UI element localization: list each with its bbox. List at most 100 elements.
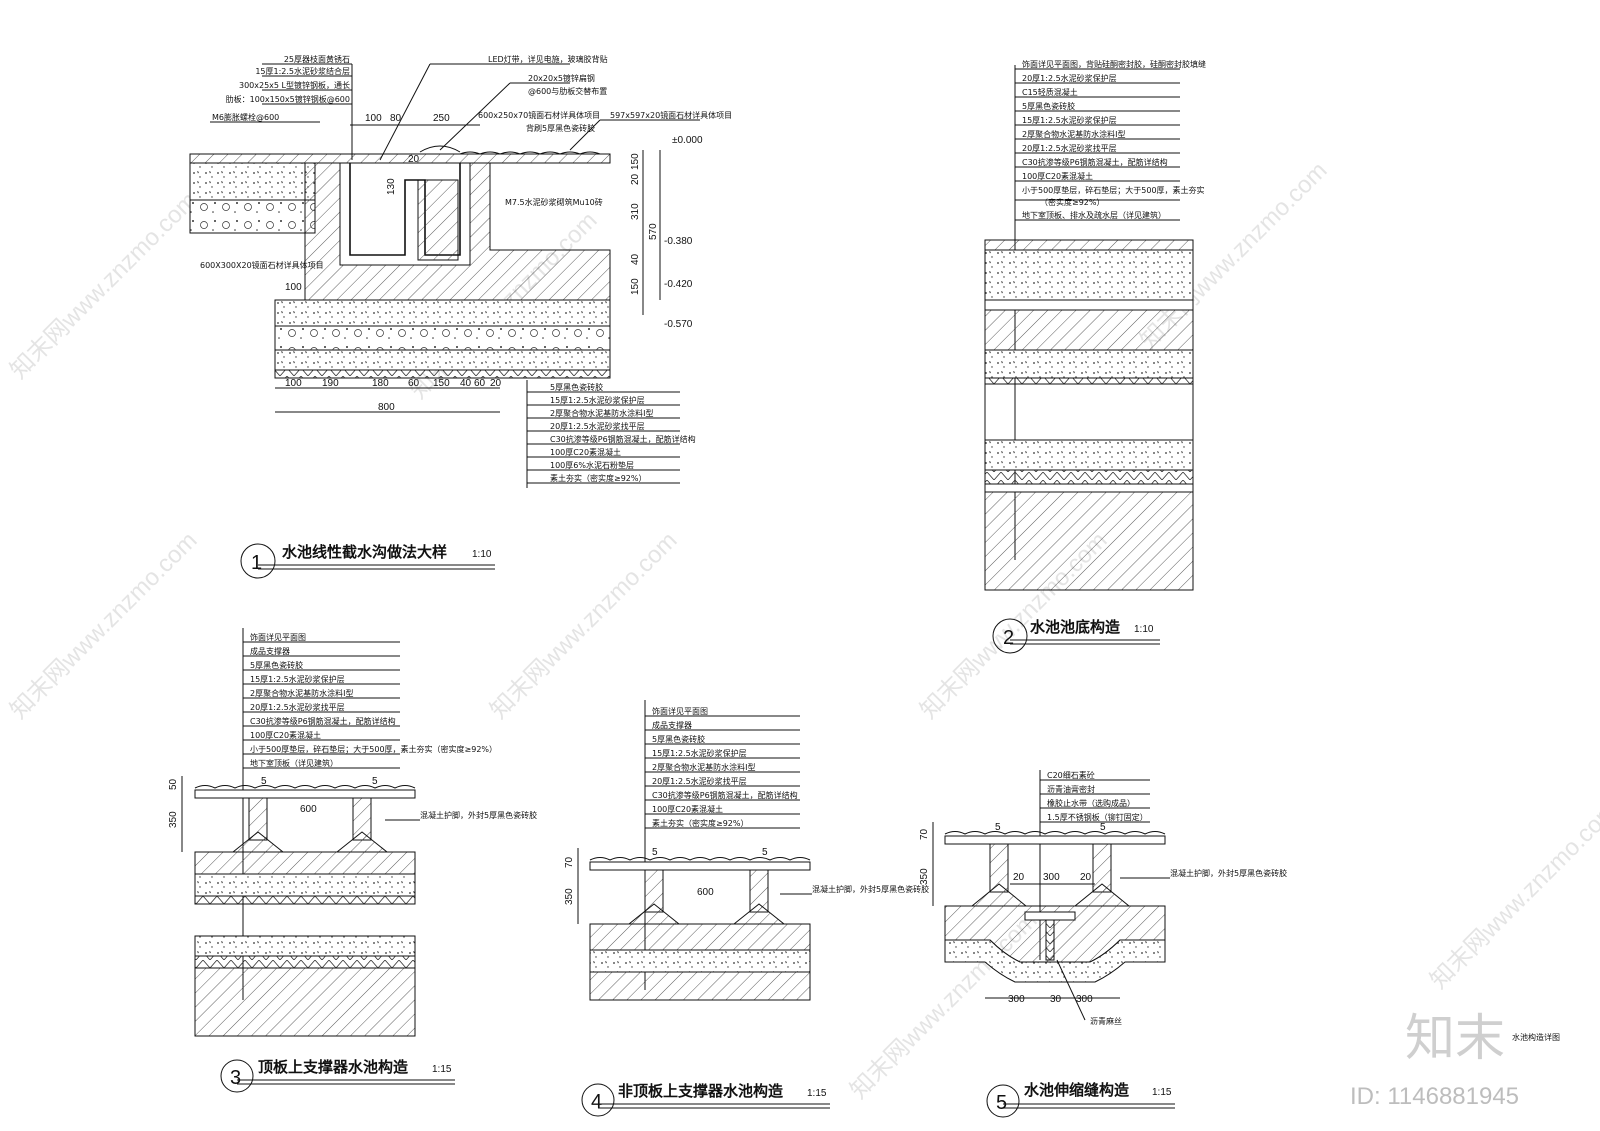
pedestal-left xyxy=(231,797,285,853)
label: 100厚6%水泥石粉垫层 xyxy=(550,460,634,470)
brand-logo: 知末 xyxy=(1405,1009,1505,1067)
bottom-note: 沥青麻丝 xyxy=(1090,1016,1122,1026)
label: LED灯带，详见电施，玻璃胶背贴 xyxy=(488,54,608,64)
detail-scale: 1:15 xyxy=(807,1088,827,1099)
svg-text:5: 5 xyxy=(372,776,378,787)
svg-text:40: 40 xyxy=(630,253,641,265)
pedestal-right xyxy=(335,797,389,853)
level: -0.420 xyxy=(664,279,693,290)
label: 橡胶止水带（选购成品） xyxy=(1047,798,1135,808)
detail-number: 5 xyxy=(996,1092,1007,1114)
svg-text:350: 350 xyxy=(564,888,575,905)
label: 5厚黑色瓷砖胶 xyxy=(1022,101,1075,111)
paving-layer xyxy=(189,153,611,164)
label: 地下室顶板、排水及疏水层（详见建筑） xyxy=(1022,210,1166,220)
label: C30抗渗等级P6钢筋混凝土，配筋详结构 xyxy=(550,434,696,444)
label: 肋板：100x150x5镀锌钢板@600 xyxy=(226,94,350,104)
detail-number: 3 xyxy=(230,1067,241,1089)
detail-number: 2 xyxy=(1003,627,1014,649)
layer-labels: 饰面详见平面图 成品支撑器 5厚黑色瓷砖胶 15厚1:2.5水泥砂浆保护层 2厚… xyxy=(243,632,497,769)
svg-text:20: 20 xyxy=(630,173,641,185)
svg-text:350: 350 xyxy=(919,868,930,885)
gravel-layer xyxy=(274,325,611,351)
label: 25厚器枝面黄锈石 xyxy=(284,54,350,64)
svg-text:350: 350 xyxy=(168,811,179,828)
label: 成品支撑器 xyxy=(652,720,692,730)
svg-text:800: 800 xyxy=(378,402,395,413)
layer-labels: 饰面详见平面图，背贴硅酮密封胶，硅酮密封胶填缝 20厚1:2.5水泥砂浆保护层 … xyxy=(1015,59,1206,221)
svg-text:20: 20 xyxy=(1080,872,1092,883)
watermark: 知末网www.znzmo.com xyxy=(5,187,202,384)
label: 2厚聚合物水泥基防水涂料I型 xyxy=(550,408,653,418)
svg-text:5: 5 xyxy=(652,847,658,858)
label: 饰面详见平面图 xyxy=(652,706,708,716)
detail-1: 25厚器枝面黄锈石 15厚1:2.5水泥砂浆结合层 300x25x5 L型镀锌钢… xyxy=(189,54,732,579)
detail-4: 饰面详见平面图 成品支撑器 5厚黑色瓷砖胶 15厚1:2.5水泥砂浆保护层 2厚… xyxy=(564,700,929,1117)
label: @600与肋板交替布置 xyxy=(528,86,607,96)
svg-text:100: 100 xyxy=(285,378,302,389)
svg-text:150: 150 xyxy=(433,378,450,389)
label: 20厚1:2.5水泥砂浆找平层 xyxy=(652,776,747,786)
svg-text:30: 30 xyxy=(1050,994,1062,1005)
label: 15厚1:2.5水泥砂浆保护层 xyxy=(652,748,747,758)
label: 15厚1:2.5水泥砂浆结合层 xyxy=(255,66,350,76)
svg-text:5: 5 xyxy=(995,822,1001,833)
label: 15厚1:2.5水泥砂浆保护层 xyxy=(550,395,645,405)
finish-layer xyxy=(984,239,1194,251)
brick-wall xyxy=(417,179,459,261)
detail-title: 非顶板上支撑器水池构造 xyxy=(618,1082,783,1100)
stone-powder-layer xyxy=(274,349,611,371)
detail-title: 顶板上支撑器水池构造 xyxy=(258,1058,408,1076)
svg-text:5: 5 xyxy=(762,847,768,858)
gravel-left xyxy=(189,199,316,234)
watermark: 知末网www.znzmo.com xyxy=(5,527,202,724)
detail-number: 1 xyxy=(251,552,262,574)
svg-text:70: 70 xyxy=(919,828,930,840)
roof-slab xyxy=(984,491,1194,591)
level: -0.570 xyxy=(664,319,693,330)
label: M6膨胀螺栓@600 xyxy=(212,112,279,122)
finish-panel xyxy=(589,861,811,871)
finish-panel xyxy=(194,789,416,799)
expansion-joint xyxy=(1045,919,1055,961)
label: C30抗渗等级P6钢筋混凝土，配筋详结构 xyxy=(250,716,396,726)
label: C15轻质混凝土 xyxy=(1022,87,1078,97)
detail-scale: 1:10 xyxy=(1134,624,1154,635)
label: 沥青油膏密封 xyxy=(1047,784,1095,794)
label: 100厚C20素混凝土 xyxy=(250,730,321,740)
svg-text:40: 40 xyxy=(460,378,472,389)
dim: 250 xyxy=(433,113,450,124)
detail-3: 饰面详见平面图 成品支撑器 5厚黑色瓷砖胶 15厚1:2.5水泥砂浆保护层 2厚… xyxy=(168,628,537,1093)
label: C30抗渗等级P6钢筋混凝土，配筋详结构 xyxy=(1022,157,1168,167)
top-dims: 100 80 250 20 xyxy=(350,113,480,165)
layer-labels: 饰面详见平面图 成品支撑器 5厚黑色瓷砖胶 15厚1:2.5水泥砂浆保护层 2厚… xyxy=(645,706,800,829)
detail-number: 4 xyxy=(591,1091,602,1113)
detail-scale: 1:10 xyxy=(472,549,492,560)
label: C30抗渗等级P6钢筋混凝土，配筋详结构 xyxy=(652,790,798,800)
label: 1.5厚不锈钢板（铆钉固定） xyxy=(1047,812,1148,822)
svg-text:20: 20 xyxy=(1013,872,1025,883)
svg-text:150: 150 xyxy=(630,153,641,170)
svg-text:5: 5 xyxy=(1100,822,1106,833)
label: 600x250x70镜面石材详具体项目 xyxy=(478,110,600,120)
svg-text:600: 600 xyxy=(300,804,317,815)
label: 15厚1:2.5水泥砂浆保护层 xyxy=(250,674,345,684)
label: 素土夯实（密实度≥92%） xyxy=(652,818,748,828)
finish-panel xyxy=(944,835,1166,845)
label: 5厚黑色瓷砖胶 xyxy=(550,382,603,392)
light-concrete xyxy=(984,249,1194,301)
label: 2厚聚合物水泥基防水涂料I型 xyxy=(652,762,755,772)
label: 地下室顶板（详见建筑） xyxy=(250,758,338,768)
soil-layer xyxy=(274,369,611,379)
sheet-name: 水池构造详图 xyxy=(1512,1032,1560,1042)
label: 20x20x5镀锌扁钢 xyxy=(528,73,595,83)
label: （密实度≥92%） xyxy=(1040,197,1104,207)
steel-plate xyxy=(1024,911,1076,921)
detail-number-circle xyxy=(240,543,276,579)
label: 5厚黑色瓷砖胶 xyxy=(250,660,303,670)
dim: 100 xyxy=(365,113,382,124)
svg-text:300: 300 xyxy=(1008,994,1025,1005)
pedestal-left xyxy=(627,869,681,925)
label: 15厚1:2.5水泥砂浆保护层 xyxy=(1022,115,1117,125)
